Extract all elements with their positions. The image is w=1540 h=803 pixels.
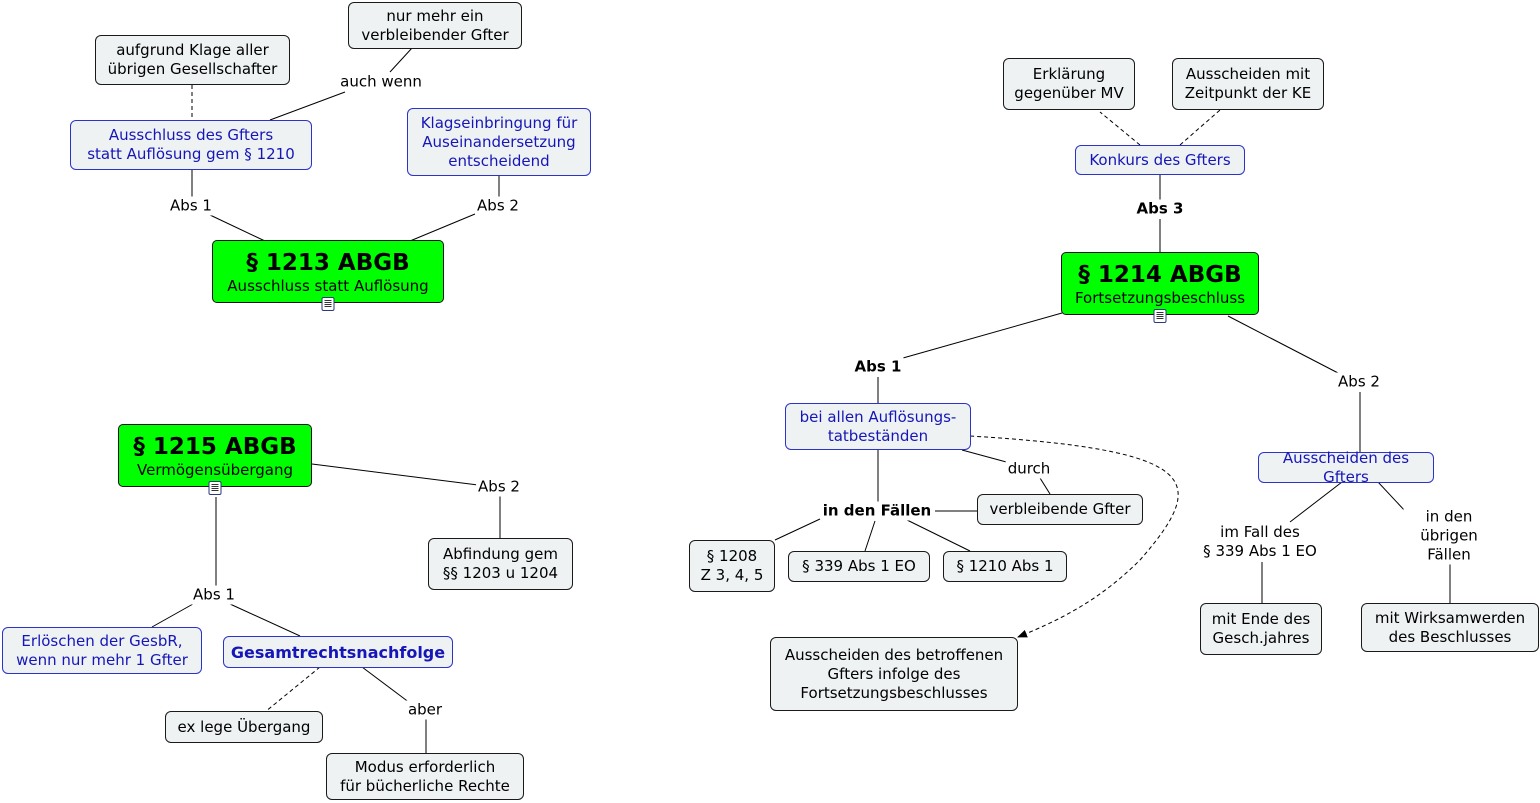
note-icon[interactable] (1153, 309, 1167, 323)
node-subtitle: Ausschluss statt Auflösung (227, 276, 429, 295)
node-1215-abgb[interactable]: § 1215 ABGB Vermögensübergang (118, 424, 312, 487)
node-mit-ende[interactable]: mit Ende des Gesch.jahres (1200, 603, 1322, 655)
label-abs1: Abs 1 (191, 585, 237, 605)
node-ausschluss[interactable]: Ausschluss des Gfters statt Auflösung ge… (70, 120, 312, 170)
label-abs3: Abs 3 (1134, 199, 1186, 219)
node-ausscheiden-gfters[interactable]: Ausscheiden des Gfters (1258, 449, 1434, 486)
node-subtitle: Fortsetzungsbeschluss (1074, 288, 1246, 307)
node-p339[interactable]: § 339 Abs 1 EO (788, 551, 930, 582)
label-in-den-uebrigen: in den übrigen Fällen (1403, 507, 1495, 565)
node-ausscheiden-betroffenen[interactable]: Ausscheiden des betroffenen Gfters infol… (770, 637, 1018, 711)
label-abs2: Abs 2 (475, 196, 521, 216)
node-p1208[interactable]: § 1208 Z 3, 4, 5 (689, 540, 775, 592)
note-icon[interactable] (321, 297, 335, 311)
node-ausscheiden-ke[interactable]: Ausscheiden mit Zeitpunkt der KE (1172, 58, 1324, 110)
node-klagseinbringung[interactable]: Klagseinbringung für Auseinandersetzung … (407, 108, 591, 176)
label-abs1: Abs 1 (168, 196, 214, 216)
node-mit-wirksamwerden[interactable]: mit Wirksamwerden des Beschlusses (1361, 603, 1539, 652)
node-title: § 1215 ABGB (133, 433, 297, 460)
node-klage-aller[interactable]: aufgrund Klage aller übrigen Gesellschaf… (95, 35, 290, 85)
label-durch: durch (1005, 459, 1053, 479)
label-auch-wenn: auch wenn (338, 72, 424, 92)
node-p1210[interactable]: § 1210 Abs 1 (943, 551, 1067, 582)
label-abs1: Abs 1 (852, 357, 904, 377)
node-verbleibende[interactable]: verbleibende Gfter (977, 494, 1143, 525)
node-nur-mehr[interactable]: nur mehr ein verbleibender Gfter (348, 2, 522, 49)
node-bei-allen[interactable]: bei allen Auflösungs- tatbeständen (785, 403, 971, 450)
node-modus[interactable]: Modus erforderlich für bücherliche Recht… (326, 753, 524, 800)
node-title: § 1213 ABGB (246, 249, 410, 276)
node-ex-lege[interactable]: ex lege Übergang (165, 711, 323, 743)
node-abfindung[interactable]: Abfindung gem §§ 1203 u 1204 (428, 538, 573, 590)
label-im-fall-des: im Fall des § 339 Abs 1 EO (1201, 523, 1319, 561)
node-gesamtrechtsnachfolge[interactable]: Gesamtrechtsnachfolge (223, 636, 453, 668)
node-title: § 1214 ABGB (1078, 261, 1242, 288)
node-erklaerung[interactable]: Erklärung gegenüber MV (1003, 58, 1135, 110)
node-1213-abgb[interactable]: § 1213 ABGB Ausschluss statt Auflösung (212, 240, 444, 303)
label-abs2: Abs 2 (476, 477, 522, 497)
note-icon[interactable] (208, 481, 222, 495)
node-konkurs[interactable]: Konkurs des Gfters (1075, 145, 1245, 175)
label-in-den-faellen: in den Fällen (820, 501, 934, 521)
node-subtitle: Vermögensübergang (137, 460, 293, 479)
label-aber: aber (405, 700, 445, 720)
node-erloeschen[interactable]: Erlöschen der GesbR, wenn nur mehr 1 Gft… (2, 627, 202, 674)
label-abs2: Abs 2 (1336, 372, 1382, 392)
node-1214-abgb[interactable]: § 1214 ABGB Fortsetzungsbeschluss (1061, 252, 1259, 315)
